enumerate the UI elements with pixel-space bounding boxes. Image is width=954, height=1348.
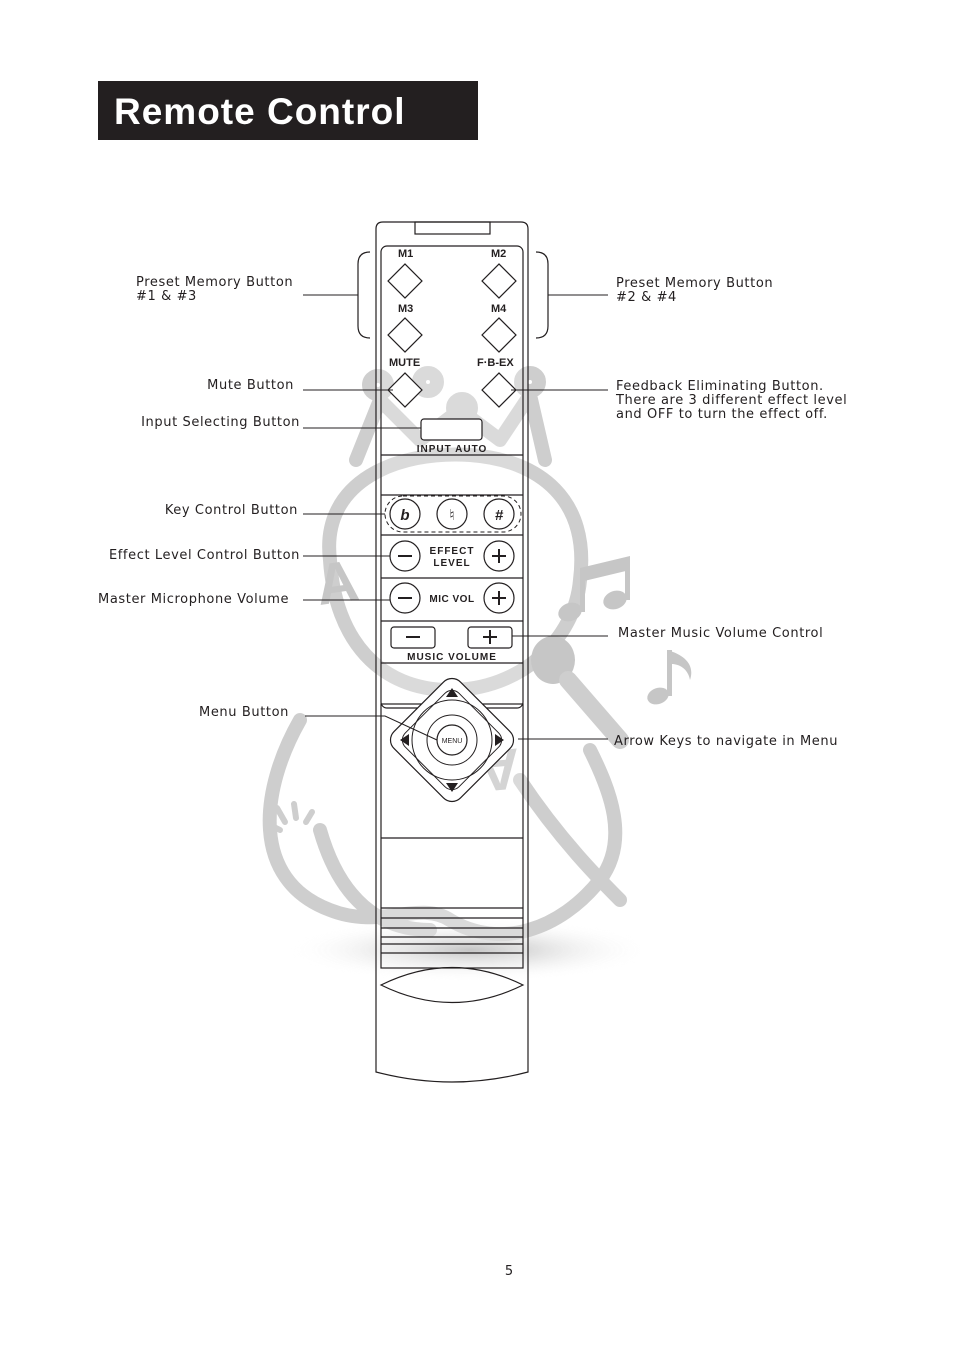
fbex-label: F·B-EX	[477, 357, 514, 369]
navigation-pad: MENU	[389, 677, 515, 803]
mic-plus-icon	[492, 591, 506, 605]
m2-button[interactable]	[481, 263, 517, 299]
key-natural-button[interactable]	[436, 498, 468, 530]
callout-feedback-line2: There are 3 different effect level	[616, 393, 848, 408]
svg-text:A: A	[312, 548, 363, 618]
callout-leader-lines	[303, 294, 608, 741]
callout-effect: Effect Level Control Button	[108, 548, 300, 563]
callout-preset-13-line2: #1 & #3	[136, 289, 197, 304]
menu-label: MENU	[442, 738, 463, 745]
level-label: LEVEL	[433, 558, 470, 569]
m4-label: M4	[491, 303, 507, 315]
key-sharp-button[interactable]	[483, 498, 515, 530]
callout-preset-24-line2: #2 & #4	[616, 290, 677, 305]
mic-vol-label: MIC VOL	[429, 594, 474, 605]
m3-label: M3	[398, 303, 413, 315]
preset-memory-buttons: M1 M2 M3 M4	[387, 248, 517, 353]
sharp-symbol: #	[495, 507, 504, 524]
music-plus-icon	[483, 630, 497, 644]
m2-label: M2	[491, 248, 506, 260]
m3-button[interactable]	[387, 317, 423, 353]
callout-mute: Mute Button	[207, 378, 294, 393]
arrow-down-icon[interactable]	[446, 783, 458, 792]
callout-input: Input Selecting Button	[141, 415, 300, 430]
m1-button[interactable]	[387, 263, 423, 299]
callout-feedback-line3: and OFF to turn the effect off.	[616, 407, 828, 422]
callout-mic: Master Microphone Volume	[98, 592, 290, 607]
arrow-up-icon[interactable]	[446, 688, 458, 697]
effect-label: EFFECT	[430, 546, 475, 557]
callout-music: Master Music Volume Control	[618, 626, 824, 641]
page-title-banner: Remote Control	[98, 81, 478, 140]
music-volume-label: MUSIC VOLUME	[407, 652, 497, 663]
callout-key: Key Control Button	[164, 503, 298, 518]
nav-ring	[411, 699, 493, 781]
callout-preset-24-line1: Preset Memory Button	[616, 276, 774, 291]
m4-button[interactable]	[481, 317, 517, 353]
callout-menu: Menu Button	[199, 705, 289, 720]
callout-preset-13-line1: Preset Memory Button	[136, 275, 294, 290]
key-control-group	[384, 495, 522, 533]
effect-plus-icon	[492, 549, 506, 563]
fbex-button[interactable]	[481, 372, 517, 408]
natural-symbol: ♮	[449, 506, 454, 524]
m1-label: M1	[398, 248, 413, 260]
karaoke-mascot-watermark: A A	[262, 366, 692, 982]
input-select-button[interactable]	[420, 418, 483, 441]
callout-feedback: Feedback Eliminating Button. There are 3…	[616, 380, 847, 422]
callout-feedback-line1: Feedback Eliminating Button.	[616, 379, 824, 394]
input-auto-label: INPUT AUTO	[417, 444, 488, 455]
mute-button[interactable]	[387, 372, 423, 408]
nav-pad-inner	[401, 689, 503, 791]
arrow-right-icon[interactable]	[495, 734, 504, 746]
page-number: 5	[504, 1264, 514, 1279]
mute-label: MUTE	[389, 357, 420, 369]
callout-arrows: Arrow Keys to navigate in Menu	[614, 734, 839, 749]
key-flat-button[interactable]	[389, 498, 421, 530]
page-title: Remote Control	[114, 91, 406, 132]
nav-ring-inner	[426, 714, 478, 766]
callout-preset-13: Preset Memory Button #1 & #3	[136, 276, 293, 304]
callout-preset-24: Preset Memory Button #2 & #4	[616, 277, 773, 305]
flat-symbol: b	[400, 507, 409, 524]
arrow-left-icon[interactable]	[400, 734, 409, 746]
